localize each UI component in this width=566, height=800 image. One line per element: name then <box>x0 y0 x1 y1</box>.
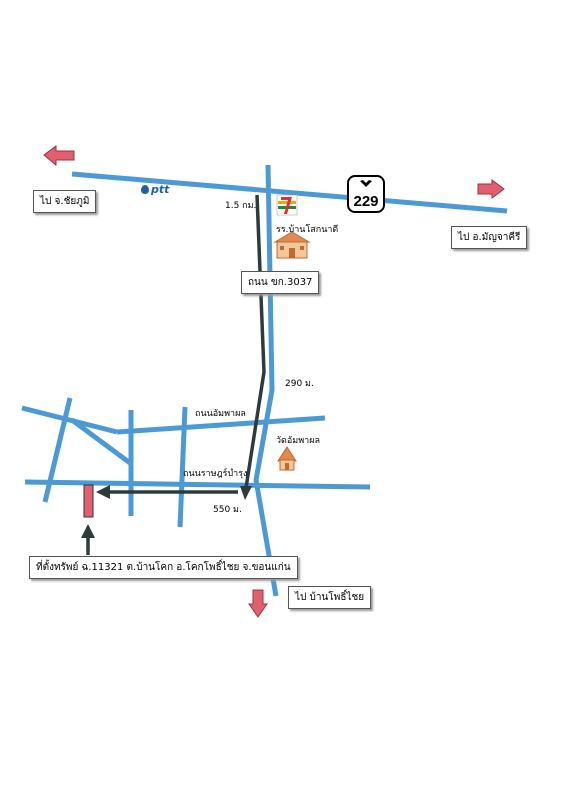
bottom-destination-box: ไป บ้านโพธิ์ไชย <box>288 586 372 609</box>
road-ampaphon <box>116 415 326 435</box>
seven-eleven-logo-icon <box>276 194 298 216</box>
road-name-box: ถนน ขก.3037 <box>241 271 320 294</box>
highway-229-road <box>71 171 508 214</box>
road-ratrangbumrung-label: ถนนราษฎร์บำรุง <box>183 469 248 479</box>
distance-label-1: 1.5 กม. <box>225 201 257 211</box>
right-destination-box: ไป อ.มัญจาคีรี <box>451 226 528 249</box>
arrow-left-icon <box>43 145 75 167</box>
arrow-down-icon <box>248 589 268 618</box>
side-street-3 <box>177 406 188 528</box>
distance-label-2: 290 ม. <box>285 379 314 389</box>
ptt-logo: ptt <box>141 183 169 196</box>
temple-icon <box>277 446 297 471</box>
ptt-drop-icon <box>141 185 149 194</box>
route-arrowhead-down <box>240 486 252 500</box>
temple-label: วัดอัมพาผล <box>276 436 321 446</box>
road-ampaphon-label: ถนนอัมพาผล <box>195 409 246 419</box>
distance-label-3: 550 ม. <box>213 505 242 515</box>
highway-number: 229 <box>353 193 378 210</box>
road-ampaphon-west <box>21 405 118 435</box>
highway-shield-icon: 229 <box>347 175 385 213</box>
school-building-icon <box>273 231 311 259</box>
side-street-diagonal <box>70 417 132 466</box>
route-path <box>81 194 266 555</box>
left-destination-box: ไป จ.ชัยภูมิ <box>33 190 97 213</box>
side-street-1 <box>42 397 73 503</box>
property-pointer-arrowhead <box>81 524 95 538</box>
school-label: รร.บ้านโสกนาดี <box>276 225 339 235</box>
route-arrowhead-west <box>96 485 110 499</box>
property-location-box: ที่ตั้งทรัพย์ ฉ.11321 ต.บ้านโคก อ.โคกโพธ… <box>29 556 298 579</box>
ptt-logo-text: ptt <box>151 183 170 196</box>
arrow-right-icon <box>477 179 505 199</box>
property-marker <box>83 484 94 518</box>
route-line-main <box>244 194 266 489</box>
road-network <box>21 164 508 597</box>
road-ratrangbumrung <box>24 479 371 490</box>
direction-arrows <box>43 145 505 618</box>
